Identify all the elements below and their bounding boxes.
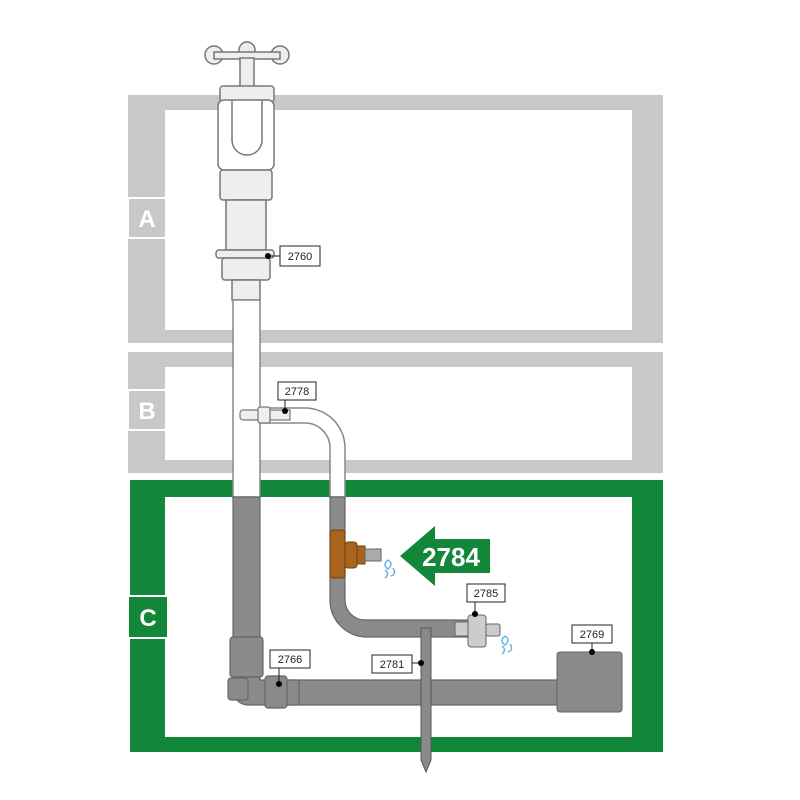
callout-2781-label: 2781 xyxy=(380,659,404,671)
zone-c-label: C xyxy=(139,605,156,632)
callout-2778-label: 2778 xyxy=(285,386,309,398)
callout-2778: 2778 xyxy=(277,381,317,414)
callout-2760: 2760 xyxy=(265,245,321,267)
callout-2760-label: 2760 xyxy=(288,251,312,263)
callout-2769-label: 2769 xyxy=(580,629,604,641)
zone-b: B xyxy=(127,352,663,473)
valve-2784-icon xyxy=(329,529,382,579)
zone-a: A xyxy=(127,95,663,343)
water-drop-icon xyxy=(384,559,396,579)
valve-box-icon xyxy=(556,651,623,713)
callout-2781: 2781 xyxy=(371,654,424,674)
main-pipe-upper xyxy=(232,299,261,498)
callout-2766: 2766 xyxy=(269,649,311,687)
callout-2785-label: 2785 xyxy=(474,588,498,600)
zone-b-label: B xyxy=(138,398,155,425)
highlight-arrow-label: 2784 xyxy=(422,542,480,572)
stake-icon xyxy=(420,627,432,774)
water-drop-icon xyxy=(501,635,513,655)
highlight-arrow: 2784 xyxy=(400,526,490,586)
branch-fitting-icon xyxy=(239,406,291,424)
callout-2769: 2769 xyxy=(571,624,613,655)
tap-icon xyxy=(204,41,290,301)
callout-2785: 2785 xyxy=(466,583,506,617)
callout-2766-label: 2766 xyxy=(278,654,302,666)
zone-a-label: A xyxy=(138,206,155,233)
